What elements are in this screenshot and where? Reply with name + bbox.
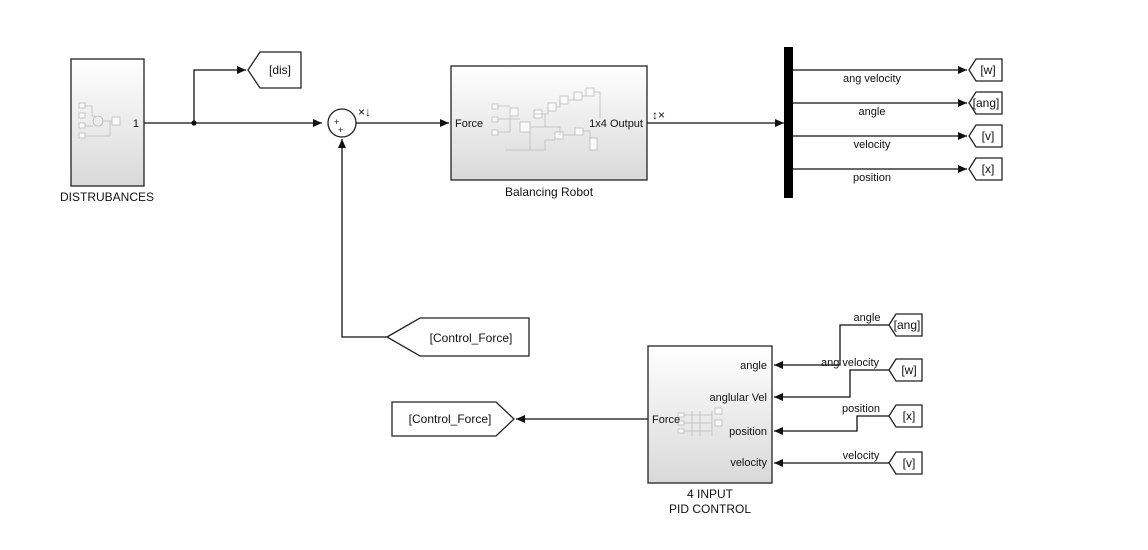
- disturbances-block[interactable]: 1 DISTRUBANCES: [60, 58, 154, 204]
- goto-tag-x-label: [x]: [982, 162, 995, 176]
- from-tag-w-label: [w]: [901, 363, 916, 377]
- goto-tag-ang[interactable]: [ang]: [968, 91, 1003, 115]
- demux-signal-0: ang velocity: [843, 73, 902, 85]
- dis-goto-tag[interactable]: [dis]: [247, 51, 302, 89]
- robot-inner-icon: [491, 87, 601, 151]
- robot-label: Balancing Robot: [505, 185, 594, 199]
- pid-in-port-0: angle: [740, 360, 767, 372]
- pid-in-port-3: velocity: [730, 457, 767, 469]
- pid-in-port-2: position: [729, 426, 767, 438]
- control-force-goto-label: [Control_Force]: [409, 412, 492, 426]
- goto-tag-v-label: [v]: [982, 129, 995, 143]
- disturbances-inner-icon: [78, 102, 121, 139]
- disturbances-label: DISTRUBANCES: [60, 190, 154, 204]
- from-tag-ang[interactable]: [ang]: [888, 313, 923, 337]
- pid-out-port: Force: [652, 414, 680, 426]
- from-tag-v[interactable]: [v]: [888, 451, 923, 475]
- wire-control-to-sum: [338, 139, 387, 338]
- goto-tag-ang-label: [ang]: [973, 96, 1000, 110]
- robot-glyph: ↕×: [652, 108, 665, 122]
- pid-signal-3: velocity: [843, 450, 880, 462]
- pid-label-line1: 4 INPUT: [687, 487, 734, 501]
- sum-sign-bottom: +: [338, 125, 343, 135]
- from-tag-x-label: [x]: [903, 409, 916, 423]
- from-tag-x[interactable]: [x]: [888, 404, 923, 428]
- control-force-from-label: [Control_Force]: [430, 331, 513, 345]
- goto-tag-v[interactable]: [v]: [968, 124, 1003, 148]
- dis-tag-label: [dis]: [269, 63, 291, 77]
- pid-signal-2: position: [842, 403, 880, 415]
- pid-inner-icon: [677, 407, 723, 436]
- pid-signal-1: ang velocity: [821, 357, 880, 369]
- demux-signal-1: angle: [859, 106, 886, 118]
- robot-out-port: 1x4 Output: [589, 118, 643, 130]
- control-force-goto-tag[interactable]: [Control_Force]: [391, 401, 515, 437]
- demux-signal-3: position: [853, 172, 891, 184]
- goto-tag-x[interactable]: [x]: [968, 157, 1003, 181]
- from-tag-v-label: [v]: [903, 456, 916, 470]
- pid-signal-0: angle: [854, 312, 881, 324]
- pid-input-wires: angle ang velocity position velocity: [774, 312, 889, 467]
- demux-bar[interactable]: [784, 47, 793, 198]
- demux-outputs: ang velocity angle velocity position: [793, 66, 967, 184]
- goto-tag-w-label: [w]: [980, 63, 995, 77]
- pid-in-port-1: anglular Vel: [710, 392, 768, 404]
- robot-in-port: Force: [455, 118, 483, 130]
- sum-glyph: ×↓: [358, 105, 371, 119]
- pid-label-line2: PID CONTROL: [669, 502, 751, 516]
- control-force-from-tag[interactable]: [Control_Force]: [385, 317, 530, 357]
- demux-signal-2: velocity: [854, 139, 891, 151]
- disturbance-wires: [144, 66, 322, 127]
- from-tag-ang-label: [ang]: [894, 318, 921, 332]
- sum-sign-left: +: [334, 117, 339, 127]
- sum-block[interactable]: + + ×↓: [327, 105, 371, 138]
- disturbances-port-label: 1: [133, 118, 139, 130]
- balancing-robot-block[interactable]: Force 1x4 Output Balancing Robot ↕×: [450, 65, 665, 199]
- from-tag-w[interactable]: [w]: [888, 358, 923, 382]
- goto-tag-w[interactable]: [w]: [968, 58, 1003, 82]
- pid-control-block[interactable]: angle anglular Vel position velocity For…: [647, 345, 773, 516]
